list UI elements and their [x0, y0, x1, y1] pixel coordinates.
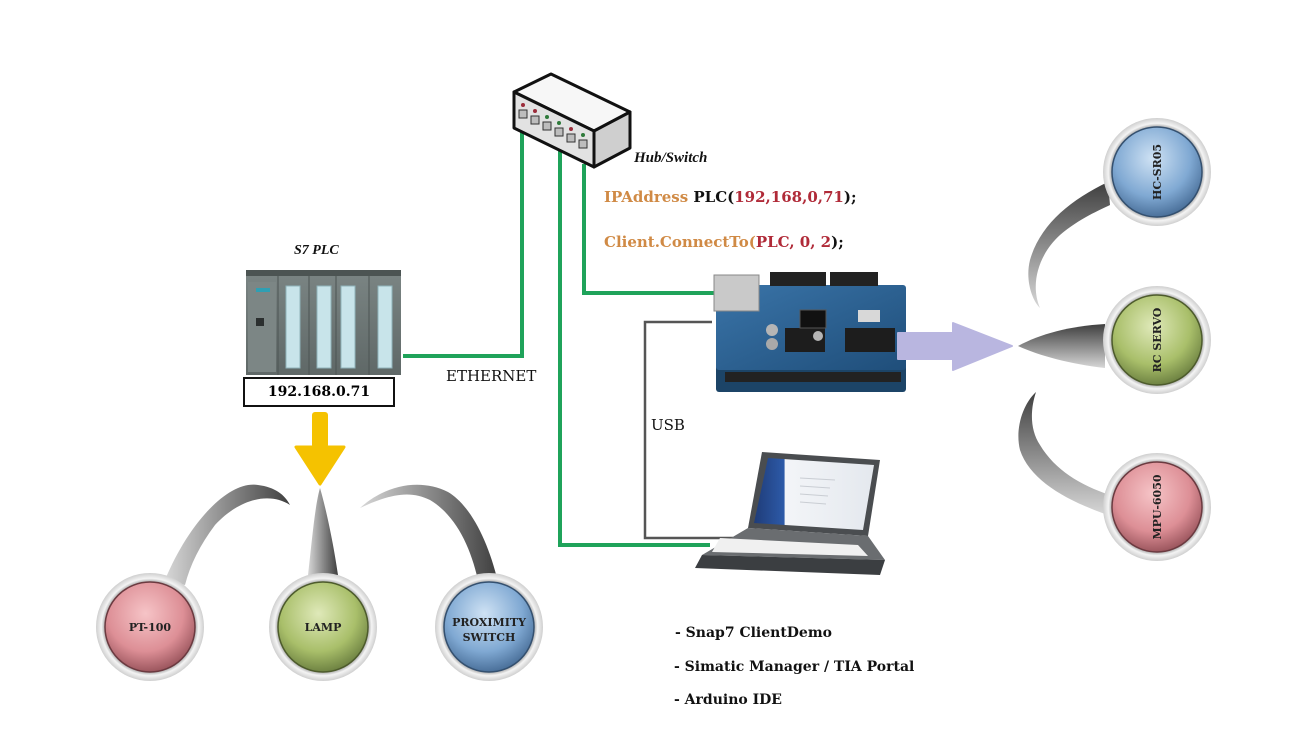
ethernet-cables	[403, 128, 716, 547]
hub-switch-label: Hub/Switch	[634, 150, 708, 166]
code-line-ipaddress: IPAddress PLC(192,168,0,71);	[604, 188, 857, 206]
plc-label: S7 PLC	[294, 243, 339, 258]
software-item: - Arduino IDE	[674, 692, 782, 708]
code-close: );	[843, 188, 857, 206]
usb-label: USB	[651, 416, 685, 434]
bubble-pt100: PT-100	[96, 573, 204, 681]
code-args: 192,168,0,71	[734, 188, 844, 206]
cable-hub-to-laptop	[558, 150, 710, 547]
bubble-hc-sr05: HC-SR05	[1103, 118, 1211, 226]
code-name: PLC(	[688, 188, 735, 206]
plc-ip-address: 192.168.0.71	[243, 377, 395, 407]
bubble-label: HC-SR05	[1151, 144, 1164, 200]
bubble-label: MPU-6050	[1151, 474, 1164, 539]
plc-io-connectors	[165, 484, 498, 585]
plc-icon	[246, 270, 401, 375]
code-keyword: IPAddress	[604, 188, 689, 206]
plc-output-arrow	[294, 412, 346, 486]
cable-hub-to-arduino	[582, 164, 716, 295]
bubble-label: RC SERVO	[1151, 307, 1164, 372]
code-close: );	[831, 233, 844, 251]
ethernet-label: ETHERNET	[446, 367, 537, 385]
arduino-ethernet-shield-icon	[713, 272, 906, 392]
bubble-label-line2: SWITCH	[463, 631, 516, 644]
code-keyword: Client.ConnectTo(	[604, 233, 756, 251]
software-item: - Simatic Manager / TIA Portal	[674, 659, 915, 675]
bubble-label: PT-100	[129, 621, 172, 634]
bubble-proximity-switch: PROXIMITY SWITCH	[435, 573, 543, 681]
code-line-connect: Client.ConnectTo(PLC, 0, 2);	[604, 233, 844, 251]
bubble-label: LAMP	[305, 621, 342, 634]
cable-hub-to-plc	[403, 128, 524, 358]
hub-switch-icon	[512, 72, 632, 169]
arduino-output-arrow	[897, 322, 1013, 371]
bubble-rc-servo: RC SERVO	[1103, 286, 1211, 394]
bubble-mpu-6050: MPU-6050	[1103, 453, 1211, 561]
bubble-lamp: LAMP	[269, 573, 377, 681]
usb-cable	[643, 320, 733, 540]
laptop-icon	[695, 452, 885, 575]
software-item: - Snap7 ClientDemo	[675, 625, 832, 641]
code-args: PLC, 0, 2	[755, 233, 832, 251]
bubble-label: PROXIMITY	[452, 616, 526, 629]
arduino-io-connectors	[1018, 182, 1110, 515]
